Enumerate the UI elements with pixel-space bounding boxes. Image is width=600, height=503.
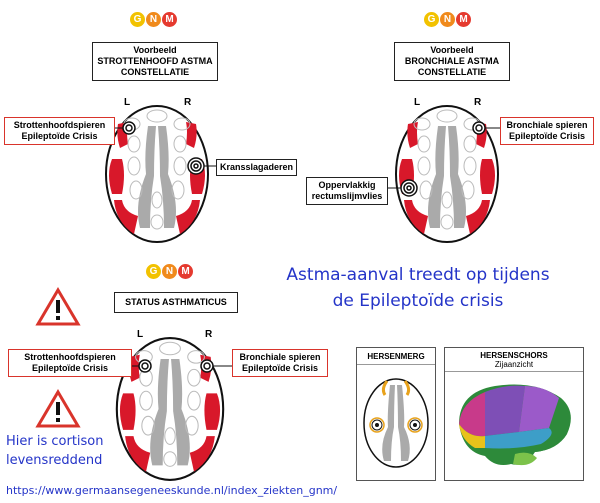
brain-relay-diagram-1 <box>105 105 209 243</box>
target-marker-icon <box>122 121 136 135</box>
logo-letter: G <box>146 264 161 279</box>
label-line: Strottenhoofdspieren <box>24 352 116 362</box>
note-line: levensreddend <box>6 453 103 468</box>
panel1-label-b: Kransslagaderen <box>216 159 298 176</box>
source-url[interactable]: https://www.germaansegeneeskunde.nl/inde… <box>6 484 338 497</box>
warning-icon <box>35 287 81 326</box>
brain-cortex-side-view <box>459 384 571 466</box>
panel2-title-line: BRONCHIALE ASTMA <box>404 56 500 66</box>
note-line: Hier is cortison <box>6 434 104 449</box>
panel3-label-b: Bronchiale spieren Epileptoïde Crisis <box>232 349 328 377</box>
panel2-title-box: Voorbeeld BRONCHIALE ASTMA CONSTELLATIE <box>394 42 510 81</box>
headline-line: Astma-aanval treedt op tijdens <box>286 265 550 285</box>
panel3-title-box: STATUS ASTHMATICUS <box>114 292 238 313</box>
headline: Astma-aanval treedt op tijdens de Epilep… <box>258 262 578 314</box>
hersenschors-title: HERSENSCHORS <box>480 351 548 360</box>
hersenmerg-title: HERSENMERG <box>357 348 435 365</box>
panel3-right-label: R <box>205 329 213 340</box>
panel3-label-a: Strottenhoofdspieren Epileptoïde Crisis <box>8 349 132 377</box>
headline-line: de Epileptoïde crisis <box>332 291 504 311</box>
warning-icon <box>35 389 81 428</box>
logo-letter: M <box>456 12 471 27</box>
label-line: Bronchiale spieren <box>506 120 588 130</box>
panel1-label-a: Strottenhoofdspieren Epileptoïde Crisis <box>4 117 115 145</box>
label-line: Epileptoïde Crisis <box>508 131 586 141</box>
hersenschors-subtitle: Zijaanzicht <box>494 360 534 369</box>
panel2-label-a: Bronchiale spieren Epileptoïde Crisis <box>500 117 594 145</box>
hersenmerg-panel: HERSENMERG <box>356 347 436 481</box>
label-line: Strottenhoofdspieren <box>13 120 106 130</box>
gnm-logo-3: G N M <box>146 264 193 279</box>
logo-letter: N <box>146 12 161 27</box>
panel2-title-line: CONSTELLATIE <box>417 67 487 77</box>
logo-letter: N <box>440 12 455 27</box>
target-marker-icon <box>472 121 486 135</box>
gnm-logo-1: G N M <box>130 12 177 27</box>
panel3-title: STATUS ASTHMATICUS <box>125 297 227 307</box>
panel1-left-label: L <box>124 97 131 108</box>
label-line: Epileptoïde Crisis <box>241 363 319 373</box>
label-line: Kransslagaderen <box>220 162 294 172</box>
logo-letter: G <box>130 12 145 27</box>
target-marker-icon <box>138 359 152 373</box>
brain-relay-diagram-3 <box>115 337 225 481</box>
panel1-title-line: Voorbeeld <box>133 45 177 55</box>
hersenmerg-diagram <box>363 378 429 468</box>
label-line: Bronchiale spieren <box>239 352 321 362</box>
logo-letter: M <box>178 264 193 279</box>
panel2-left-label: L <box>414 97 421 108</box>
brain-relay-diagram-2 <box>395 105 499 243</box>
panel1-title-line: STROTTENHOOFD ASTMA <box>97 56 213 66</box>
label-line: Oppervlakkig <box>318 180 376 190</box>
logo-letter: M <box>162 12 177 27</box>
logo-letter: G <box>424 12 439 27</box>
panel1-title-box: Voorbeeld STROTTENHOOFD ASTMA CONSTELLAT… <box>92 42 218 81</box>
label-line: rectumslijmvlies <box>311 191 383 201</box>
panel1-title-line: CONSTELLATIE <box>120 67 190 77</box>
label-line: Epileptoïde Crisis <box>31 363 109 373</box>
panel2-label-b: Oppervlakkig rectumslijmvlies <box>306 177 388 205</box>
panel1-right-label: R <box>184 97 192 108</box>
panel3-left-label: L <box>137 329 144 340</box>
cortison-note: Hier is cortison levensreddend <box>6 432 104 470</box>
label-line: Epileptoïde Crisis <box>21 131 98 141</box>
panel2-title-line: Voorbeeld <box>430 45 474 55</box>
hersenschors-panel: HERSENSCHORS Zijaanzicht <box>444 347 584 481</box>
gnm-logo-2: G N M <box>424 12 471 27</box>
logo-letter: N <box>162 264 177 279</box>
target-marker-icon <box>200 359 214 373</box>
panel2-right-label: R <box>474 97 482 108</box>
